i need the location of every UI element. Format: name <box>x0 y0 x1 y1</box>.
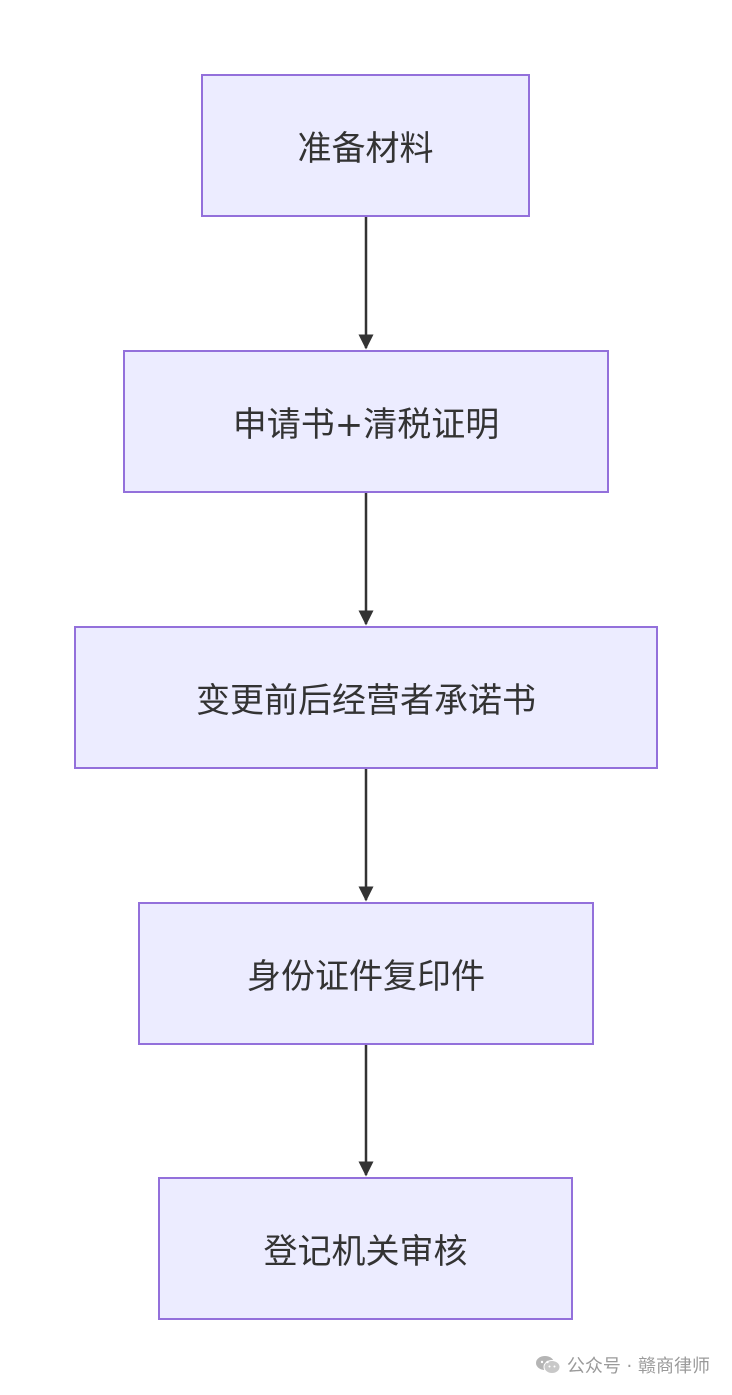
flow-node-id-copy: 身份证件复印件 <box>138 902 594 1045</box>
flow-node-label: 登记机关审核 <box>263 1232 468 1272</box>
flow-node-prepare-materials: 准备材料 <box>201 74 530 217</box>
flow-node-registration-review: 登记机关审核 <box>158 1177 573 1320</box>
flow-node-label: 身份证件复印件 <box>247 957 485 997</box>
flow-node-operator-commitment: 变更前后经营者承诺书 <box>74 626 658 769</box>
watermark: 公众号 · 赣商律师 <box>535 1352 710 1378</box>
flow-node-label: 准备材料 <box>297 129 434 169</box>
flow-node-application-tax-certificate: 申请书+清税证明 <box>123 350 609 493</box>
flow-node-label: 申请书+清税证明 <box>232 405 500 445</box>
watermark-text: 公众号 · 赣商律师 <box>566 1356 710 1377</box>
flow-node-label: 变更前后经营者承诺书 <box>196 681 536 721</box>
wechat-icon <box>535 1356 561 1374</box>
